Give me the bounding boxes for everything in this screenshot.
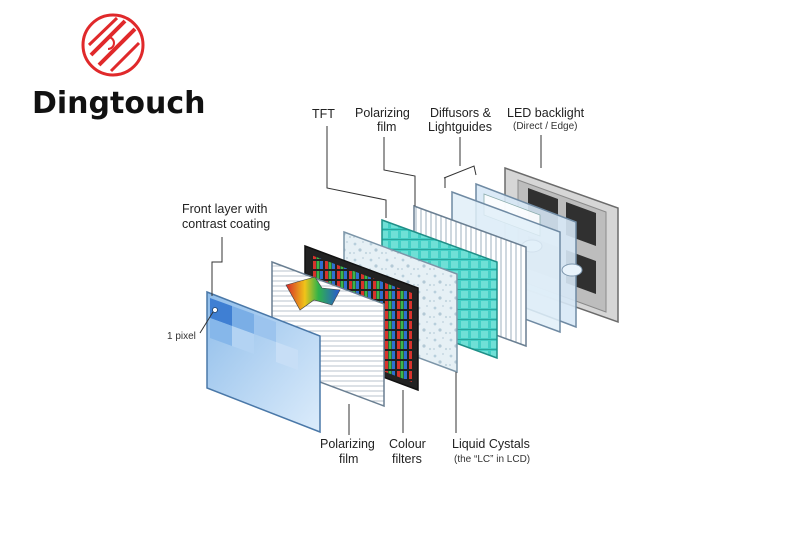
label-polarizing-film-top-line2: film <box>377 120 396 134</box>
brand-name: Dingtouch <box>32 86 205 121</box>
label-diffusors-line2: Lightguides <box>428 120 492 134</box>
label-colour-filters-line2: filters <box>392 452 422 466</box>
label-led-backlight-line1: LED backlight <box>507 106 585 120</box>
label-front-layer-line2: contrast coating <box>182 217 270 231</box>
label-diffusors-line1: Diffusors & <box>430 106 492 120</box>
label-liquid-crystals-line1: Liquid Cystals <box>452 437 530 451</box>
circle-swirl-logo-icon <box>81 13 145 77</box>
label-polarizing-film-bottom-line2: film <box>339 452 358 466</box>
label-liquid-crystals-line2: (the “LC” in LCD) <box>454 454 530 465</box>
label-front-layer-line1: Front layer with <box>182 202 267 216</box>
label-colour-filters-line1: Colour <box>389 437 426 451</box>
label-led-backlight-line2: (Direct / Edge) <box>513 121 577 132</box>
label-one-pixel: 1 pixel <box>167 331 196 342</box>
brand-logo: Dingtouch <box>32 13 205 121</box>
label-polarizing-film-bottom-line1: Polarizing <box>320 437 375 451</box>
leader-lines <box>199 126 542 435</box>
front-layer <box>206 290 321 434</box>
label-polarizing-film-top-line1: Polarizing <box>355 106 410 120</box>
light-direction-arrow-icon <box>285 276 341 311</box>
label-tft: TFT <box>312 107 335 121</box>
diagram-labels: TFT Polarizing film Diffusors & Lightgui… <box>167 106 585 466</box>
